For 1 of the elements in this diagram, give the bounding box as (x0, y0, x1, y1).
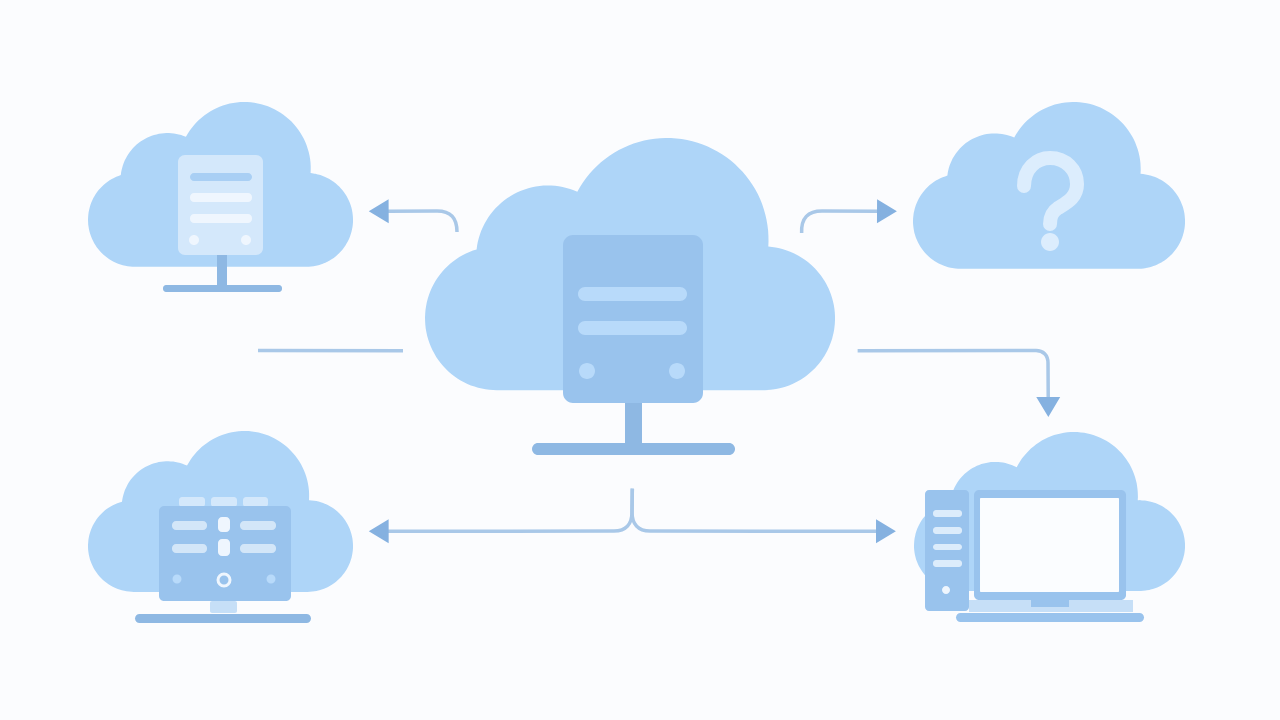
line (258, 348, 403, 353)
